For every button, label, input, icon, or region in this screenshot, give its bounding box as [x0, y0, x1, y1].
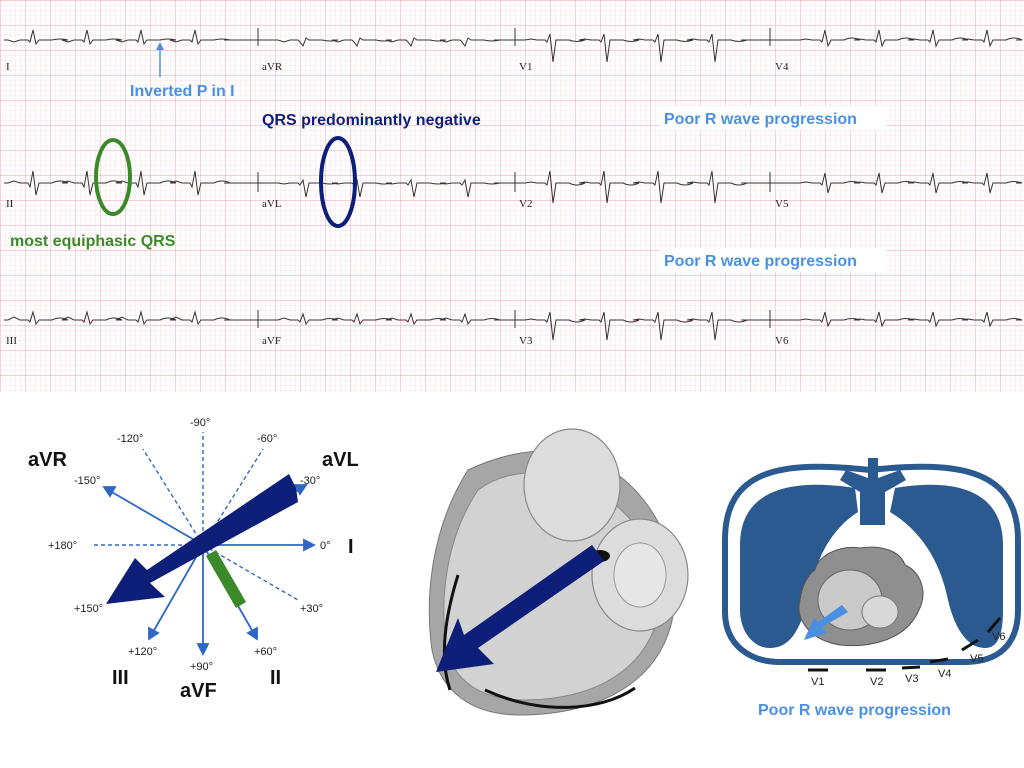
lead-label-V2: V2	[519, 198, 532, 210]
annotation-equiphasic: most equiphasic QRS	[10, 233, 176, 250]
ecg-trace-row3	[4, 310, 1023, 341]
qrs-negative-circle	[319, 136, 357, 228]
hexaxial-diagram: -90° -120° -60° -150° -30° +180° 0° +150…	[28, 417, 359, 702]
axis-lead-aVL-arrowhead	[293, 484, 308, 496]
axis-lead-III-arrowhead	[148, 626, 160, 641]
deg-m90: -90°	[190, 417, 210, 429]
axis-dashed-m120	[142, 448, 204, 546]
electrode-V6	[986, 617, 1002, 633]
electrode-V4	[929, 657, 949, 664]
deg-m120: -120°	[117, 433, 143, 445]
chest-cross-section: V1 V2 V3 V4 V5 V6 Poor R wave progressio…	[722, 458, 1021, 719]
axis-dashed-p30	[202, 544, 299, 601]
inverted-p-arrowhead	[156, 42, 164, 50]
annotation-poor-r-2: Poor R wave progression	[664, 253, 857, 270]
lead-label-V5: V5	[775, 198, 789, 210]
illustrations: -90° -120° -60° -150° -30° +180° 0° +150…	[28, 417, 1021, 719]
lead-label-aVR: aVR	[262, 61, 283, 73]
conduction-path-left	[442, 574, 460, 691]
qrs-axis-arrow	[106, 474, 298, 604]
deg-p120: +120°	[128, 646, 157, 658]
deg-m60: -60°	[257, 433, 277, 445]
chest-axis-arrow	[804, 605, 848, 640]
deg-p90: +90°	[190, 661, 213, 673]
annotation-poor-r-1: Poor R wave progression	[664, 111, 857, 128]
axis-lead-aVR	[109, 490, 204, 546]
hexaxial-label-III: III	[112, 667, 129, 689]
lead-label-aVL: aVL	[262, 198, 282, 210]
ecg-trace-row2	[4, 170, 1023, 204]
conduction-path-bottom	[484, 686, 636, 709]
ecg-trace-row1	[4, 29, 1023, 63]
lead-label-II: II	[6, 198, 14, 210]
right-lung	[740, 484, 858, 648]
heart-illustration	[428, 428, 689, 716]
chest-lead-V2: V2	[870, 676, 883, 688]
ecg-grid	[0, 0, 1024, 392]
electrode-V5	[961, 638, 979, 652]
label-bg	[660, 248, 886, 272]
chest-heart-chamber	[861, 595, 899, 629]
axis-lead-I-arrowhead	[303, 538, 317, 552]
deg-z0: 0°	[320, 540, 331, 552]
lead-label-V1: V1	[519, 61, 532, 73]
axis-lead-aVR-arrowhead	[102, 486, 117, 498]
chest-lead-V1: V1	[811, 676, 824, 688]
hexaxial-label-aVF: aVF	[180, 680, 217, 702]
hexaxial-label-II: II	[270, 667, 281, 689]
chest-lead-V3: V3	[905, 673, 918, 685]
chest-caption: Poor R wave progression	[758, 702, 951, 719]
axis-lead-III	[152, 544, 204, 633]
trachea	[840, 458, 906, 525]
deg-p180: +180°	[48, 540, 77, 552]
axis-lead-aVF-arrowhead	[196, 643, 210, 657]
left-lung	[890, 484, 1003, 648]
chest-lead-V6: V6	[992, 631, 1005, 643]
annotation-qrs-negative: QRS predominantly negative	[262, 112, 481, 129]
electrode-V3	[901, 665, 921, 670]
lead-label-I: I	[6, 61, 10, 73]
aorta	[523, 428, 621, 542]
hexaxial-label-aVL: aVL	[322, 449, 359, 471]
chest-lead-V5: V5	[970, 653, 983, 665]
equiphasic-circle	[94, 138, 132, 216]
heart-axis-arrow	[436, 545, 604, 672]
lead-label-aVF: aVF	[262, 335, 281, 347]
deg-m150: -150°	[74, 475, 100, 487]
axis-dashed-m60	[202, 448, 264, 546]
deg-p60: +60°	[254, 646, 277, 658]
deg-p150: +150°	[74, 603, 103, 615]
hexaxial-label-I: I	[348, 536, 354, 558]
chest-lead-V4: V4	[938, 668, 951, 680]
ecg-strip: I aVR V1 V4 II aVL V2 V5 III aVF V3 V6 I…	[0, 0, 1024, 392]
lead-label-V3: V3	[519, 335, 533, 347]
hexaxial-label-aVR: aVR	[28, 449, 67, 471]
lead-label-V6: V6	[775, 335, 789, 347]
equiphasic-lead-bar	[206, 550, 246, 608]
deg-m30: -30°	[300, 475, 320, 487]
lead-label-V4: V4	[775, 61, 789, 73]
annotation-inverted-p: Inverted P in I	[130, 83, 235, 100]
pulmonary-valve	[613, 542, 667, 608]
lead-label-III: III	[6, 335, 17, 347]
label-bg	[660, 106, 886, 130]
axis-lead-II-arrowhead	[246, 626, 258, 641]
deg-p30: +30°	[300, 603, 323, 615]
